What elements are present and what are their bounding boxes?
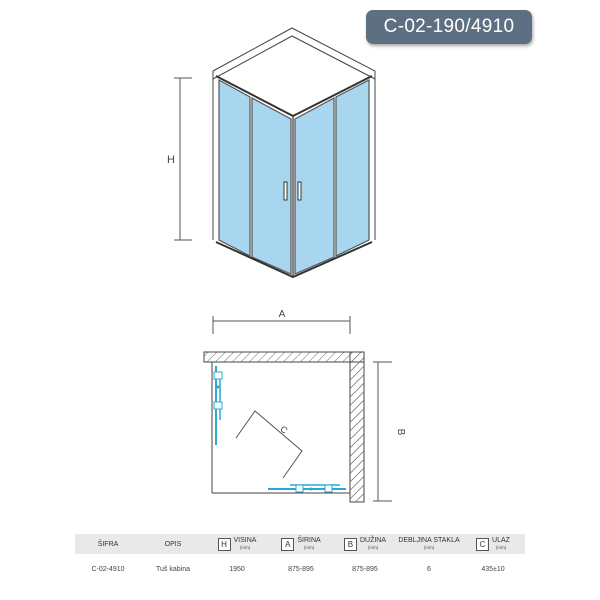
b-tag-icon: B	[343, 537, 357, 551]
h-tag-icon: H	[217, 537, 231, 551]
value-debljina: 6	[397, 558, 461, 580]
floor-plan-view: A C B	[203, 309, 406, 503]
c-tag-icon: C	[476, 537, 490, 551]
header-duzina: B DUŽINA(mm)	[333, 534, 397, 554]
back-wall-hatch	[203, 351, 365, 363]
spec-value-row: C-02-4910 Tuš kabina 1950 875-895 875-89…	[75, 558, 525, 580]
header-sirina: A ŠIRINA(mm)	[269, 534, 333, 554]
width-label: A	[279, 309, 286, 320]
header-visina: H VISINA(mm)	[205, 534, 269, 554]
spec-header-row: ŠIFRA OPIS H VISINA(mm) A ŠIRINA(mm) B D…	[75, 534, 525, 554]
spec-table: ŠIFRA OPIS H VISINA(mm) A ŠIRINA(mm) B D…	[75, 534, 525, 580]
value-opis: Tuš kabina	[141, 558, 205, 580]
cabin-3d-view: H	[167, 27, 376, 279]
value-ulaz: 435±10	[461, 558, 525, 580]
back-wall-top	[212, 27, 376, 80]
entrance-diagonal	[235, 410, 303, 479]
right-fixed-glass	[335, 79, 370, 257]
left-sliding-door	[251, 96, 292, 275]
right-sliding-door	[294, 96, 335, 275]
value-sifra: C-02-4910	[75, 558, 141, 580]
height-label: H	[167, 154, 175, 166]
left-fixed-glass	[218, 78, 251, 257]
header-ulaz: C ULAZ(mm)	[461, 534, 525, 554]
depth-label: B	[395, 429, 406, 436]
header-debljina: DEBLJINA STAKLA(mm)	[397, 534, 461, 554]
technical-drawing: H A C B	[167, 27, 406, 503]
header-sifra: ŠIFRA	[75, 534, 141, 554]
header-opis: OPIS	[141, 534, 205, 554]
value-duzina: 875-895	[333, 558, 397, 580]
entrance-label: C	[278, 424, 290, 436]
value-sirina: 875-895	[269, 558, 333, 580]
product-code-badge: C-02-190/4910	[366, 10, 532, 44]
left-handle-icon	[283, 181, 288, 201]
a-tag-icon: A	[281, 537, 295, 551]
value-visina: 1950	[205, 558, 269, 580]
right-handle-icon	[297, 181, 302, 201]
